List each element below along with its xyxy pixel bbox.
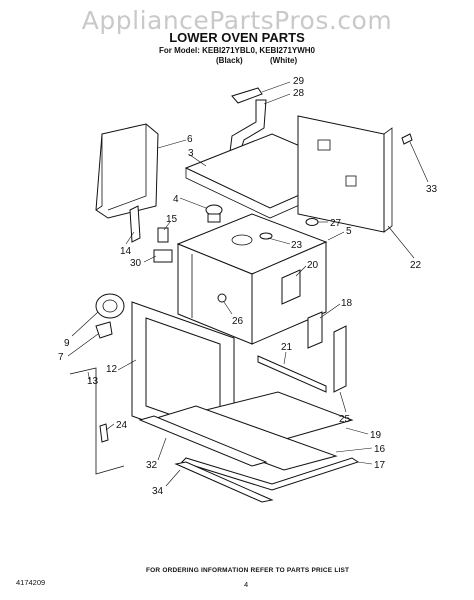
part-bracket-30	[143, 249, 173, 263]
part-grommet-27	[305, 218, 328, 226]
part-bracket-15	[157, 221, 171, 243]
callout-29: 29	[293, 76, 305, 87]
callout-30: 30	[130, 258, 142, 269]
callout-13: 13	[87, 376, 99, 387]
callout-33: 33	[426, 184, 438, 195]
callout-17: 17	[374, 460, 386, 471]
callout-26: 26	[232, 316, 244, 327]
callout-32: 32	[146, 460, 158, 471]
callout-22: 22	[410, 260, 422, 271]
ordering-note: FOR ORDERING INFORMATION REFER TO PARTS …	[146, 567, 350, 574]
part-rail-21	[257, 351, 327, 393]
callout-27: 27	[330, 218, 342, 229]
callout-15: 15	[166, 214, 178, 225]
part-light-26	[217, 293, 233, 315]
document-number: 4174209	[16, 578, 46, 587]
callout-4: 4	[173, 194, 179, 205]
callout-5: 5	[346, 226, 352, 237]
part-lamp-bulb-7	[67, 321, 113, 357]
part-screw-33	[401, 133, 429, 183]
callout-14: 14	[120, 246, 132, 257]
callout-21: 21	[281, 342, 293, 353]
model-numbers: For Model: KEBI271YBL0, KEBI271YWH0	[158, 46, 316, 55]
callout-6: 6	[187, 134, 193, 145]
callout-19: 19	[370, 430, 382, 441]
part-bracket-14	[125, 205, 141, 245]
color-white-label: (White)	[270, 56, 298, 65]
callout-34: 34	[152, 486, 164, 497]
part-lamp-socket-9	[71, 293, 125, 337]
site-watermark: AppliancePartsPros.com	[81, 6, 393, 35]
part-gasket-13	[69, 367, 125, 475]
callout-12: 12	[106, 364, 118, 375]
part-back-panel-22	[297, 115, 415, 259]
callout-28: 28	[293, 88, 305, 99]
callout-20: 20	[307, 260, 319, 271]
part-side-shield-6	[95, 123, 187, 219]
callout-16: 16	[374, 444, 386, 455]
page-number: 4	[244, 580, 249, 589]
part-latch-25	[333, 325, 347, 413]
callout-18: 18	[341, 298, 353, 309]
page-title: LOWER OVEN PARTS	[169, 30, 305, 45]
color-black-label: (Black)	[216, 56, 243, 65]
callout-9: 9	[64, 338, 70, 349]
part-bracket-20	[281, 265, 307, 305]
callout-23: 23	[291, 240, 303, 251]
part-sensor-4	[179, 197, 223, 223]
part-trim-17	[181, 457, 373, 491]
part-screw-24	[99, 423, 115, 443]
part-vent-grille-34	[165, 461, 274, 503]
callout-7: 7	[58, 352, 64, 363]
part-trim-32	[138, 415, 268, 467]
callout-25: 25	[339, 414, 351, 425]
part-element-23	[259, 232, 291, 245]
callout-24: 24	[116, 420, 128, 431]
callout-3: 3	[188, 148, 194, 159]
part-hinge-18	[307, 303, 341, 349]
